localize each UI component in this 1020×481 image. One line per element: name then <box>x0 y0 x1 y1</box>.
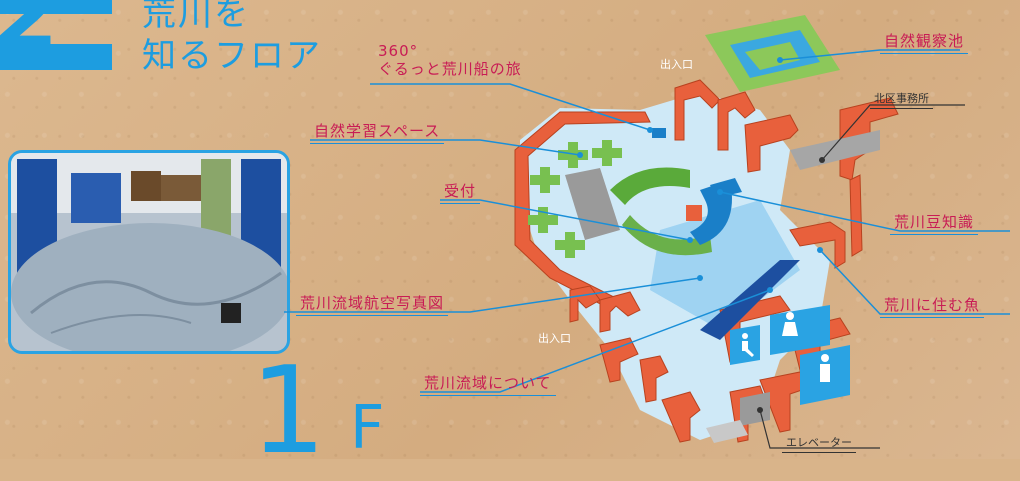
label-aerial-photo: 荒川流域航空写真図 <box>296 292 449 316</box>
label-fish: 荒川に住む魚 <box>880 294 985 318</box>
floor-map <box>284 15 1010 449</box>
label-360-tour: 360° ぐるっと荒川船の旅 <box>374 42 526 80</box>
label-nature-space: 自然学習スペース <box>310 120 445 144</box>
label-kita-office: 北区事務所 <box>870 90 933 109</box>
page-title-line2: 知るフロア <box>142 28 322 77</box>
page-title-line1: 荒川を <box>142 0 250 34</box>
label-trivia: 荒川豆知識 <box>890 211 979 235</box>
title-part-a: 知る <box>142 36 214 76</box>
floor-suffix: F <box>350 393 385 463</box>
label-about-basin: 荒川流域について <box>420 372 556 396</box>
header-bar <box>0 44 112 70</box>
header-bar-top <box>0 0 112 14</box>
label-elevator: エレベーター <box>782 434 856 453</box>
label-reception: 受付 <box>440 180 481 204</box>
title-part-b: フロア <box>214 36 322 76</box>
floor-number: 1 <box>250 342 327 481</box>
label-entrance-top: 出入口 <box>660 58 693 71</box>
label-entrance-bottom: 出入口 <box>538 332 571 345</box>
aerial-photo-image <box>8 150 290 354</box>
label-360-line1: 360° <box>378 42 419 60</box>
label-360-line2: ぐるっと荒川船の旅 <box>378 60 522 78</box>
label-pond: 自然観察池 <box>880 30 969 54</box>
